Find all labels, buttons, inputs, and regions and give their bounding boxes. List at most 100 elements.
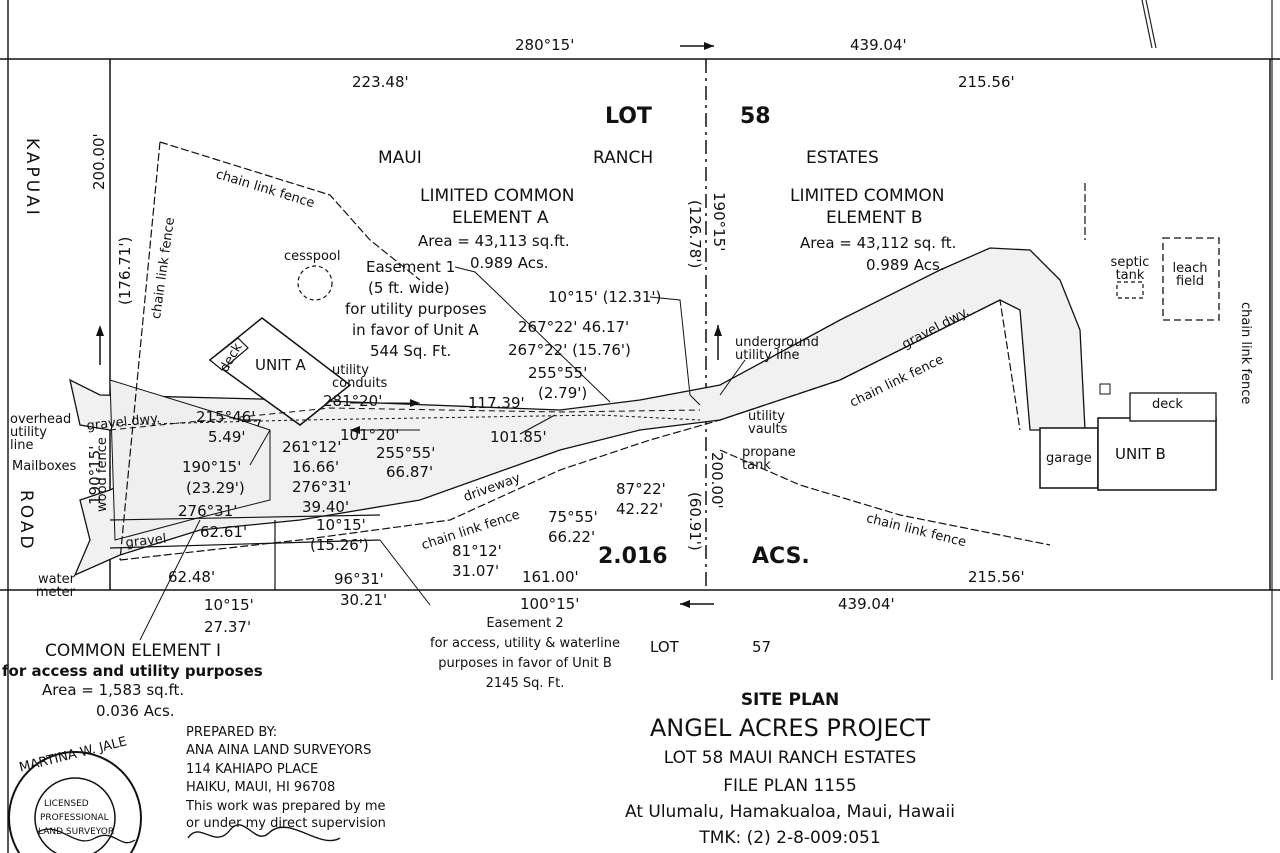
bearing-b22: 10°15' — [316, 516, 366, 534]
bearing-b9: 101.85' — [490, 428, 547, 446]
seal-line2: PROFESSIONAL — [40, 813, 109, 823]
easement-2-l3: purposes in favor of Unit B — [438, 656, 612, 671]
element-b-title1: LIMITED COMMON — [790, 186, 945, 206]
bearing-b14: 255°55' — [376, 444, 436, 462]
bearing-b4: 255°55' — [528, 364, 588, 382]
surveyor-company: ANA AINA LAND SURVEYORS — [186, 743, 372, 758]
west-dim-176: (176.71') — [116, 236, 134, 305]
overhead-label: overhead utility line — [10, 412, 72, 453]
bearing-b18: 190°15' — [182, 458, 242, 476]
location: At Ulumalu, Hamakualoa, Maui, Hawaii — [624, 802, 956, 822]
bearing-b30: 62.48' — [168, 568, 216, 586]
chain-link-fence-label-5: chain link fence — [1238, 302, 1253, 405]
bearing-b6: 281°20' — [323, 392, 383, 410]
easement-2-l2: for access, utility & waterline — [430, 636, 620, 651]
chain-link-fence-west — [119, 141, 161, 561]
tmk-number: TMK: (2) 2-8-009:051 — [699, 828, 881, 848]
bearing-b17: 39.40' — [302, 498, 350, 516]
bearing-b5: (2.79') — [538, 384, 588, 402]
center-length: (126.78') — [686, 200, 704, 269]
bearing-b16: 276°31' — [292, 478, 352, 496]
deck-b-label: deck — [1152, 397, 1183, 412]
lot-description: LOT 58 MAUI RANCH ESTATES — [663, 748, 917, 768]
unit-a-deck — [209, 337, 249, 371]
water-meter-label: water meter — [35, 572, 75, 600]
center-length-60: (60.91') — [686, 492, 704, 551]
ranch-label: RANCH — [593, 148, 654, 168]
unit-b-deck — [1129, 392, 1217, 422]
supervision-line2: or under my direct supervision — [186, 816, 386, 831]
top-seg-right: 215.56' — [958, 73, 1015, 91]
easement-1-l1: Easement 1 — [366, 258, 456, 276]
bearing-b19: (23.29') — [186, 479, 245, 497]
seal-line1: LICENSED — [44, 799, 89, 809]
center-length-200: 200.00' — [708, 452, 726, 509]
chain-link-fence-north — [159, 141, 421, 281]
bearing-b7: 117.39' — [468, 394, 525, 412]
lot-number: 58 — [740, 104, 771, 129]
bearing-b8: 101°20' — [340, 426, 400, 444]
project-name: ANGEL ACRES PROJECT — [649, 714, 931, 742]
bearing-b27: 42.22' — [616, 500, 664, 518]
utility-vaults-label: utility vaults — [748, 409, 788, 437]
prepared-by-label: PREPARED BY: — [186, 725, 278, 740]
maui-label: MAUI — [378, 148, 422, 168]
bearing-b23: (15.26') — [310, 536, 369, 554]
easement-1-l2: (5 ft. wide) — [368, 279, 450, 297]
top-bearing: 280°15' — [515, 36, 575, 54]
bearing-b21: 62.61' — [200, 523, 248, 541]
common-element-gravel — [109, 379, 271, 541]
leach-label: leach field — [1172, 261, 1208, 289]
element-b-area: Area = 43,112 sq. ft. — [800, 234, 957, 252]
bearing-b29: 31.07' — [452, 562, 500, 580]
propane-label: propane tank — [742, 445, 796, 473]
easement-1-l5: 544 Sq. Ft. — [370, 342, 452, 360]
element-a-acres: 0.989 Acs. — [470, 254, 549, 272]
file-plan: FILE PLAN 1155 — [723, 776, 857, 796]
bearing-b34: 27.37' — [204, 618, 252, 636]
bottom-bearing: 100°15' — [520, 595, 580, 613]
site-plan-title: SITE PLAN — [740, 690, 840, 710]
common-element-title: COMMON ELEMENT I — [45, 641, 221, 661]
septic-label: septic tank — [1110, 255, 1150, 283]
lot-57-label: LOT — [650, 638, 679, 656]
element-a-area: Area = 43,113 sq.ft. — [418, 232, 570, 250]
chain-link-fence-south — [119, 299, 1021, 561]
element-b-acres: 0.989 Acs. — [866, 256, 945, 274]
septic-tank — [1116, 281, 1144, 299]
leach-field — [1162, 237, 1220, 321]
easement-1-l3: for utility purposes — [345, 300, 487, 318]
common-element-area: Area = 1,583 sq.ft. — [42, 681, 185, 699]
bearing-b31: 96°31' — [334, 570, 384, 588]
surveyor-address2: HAIKU, MAUI, HI 96708 — [186, 780, 336, 795]
total-area: 2.016 — [598, 544, 668, 569]
garage-label: garage — [1046, 451, 1092, 466]
element-a-title1: LIMITED COMMON — [420, 186, 575, 206]
bottom-length: 439.04' — [838, 595, 895, 613]
easement-2-l1: Easement 2 — [486, 616, 564, 631]
utility-conduits-label: utility conduits — [332, 363, 388, 391]
underground-label: underground utility line — [735, 335, 819, 363]
kapuai-road-label: KAPUAI — [22, 138, 42, 218]
estates-label: ESTATES — [806, 148, 879, 168]
bearing-b26: 87°22' — [616, 480, 666, 498]
supervision-line1: This work was prepared by me — [186, 799, 386, 814]
road-label: ROAD — [16, 490, 36, 552]
lot-label: LOT — [605, 104, 652, 129]
common-element-line — [109, 514, 381, 521]
mailboxes-label: Mailboxes — [12, 459, 77, 474]
easement-1-l4: in favor of Unit A — [352, 321, 479, 339]
easement-2-l4: 2145 Sq. Ft. — [485, 676, 565, 691]
bearing-b28: 81°12' — [452, 542, 502, 560]
cesspool-label: cesspool — [284, 249, 341, 264]
bearing-b15: 66.87' — [386, 463, 434, 481]
center-bearing: 190°15' — [710, 192, 728, 252]
bearing-b20: 276°31' — [178, 502, 238, 520]
bottom-seg-left: 161.00' — [522, 568, 579, 586]
cesspool-symbol — [297, 265, 333, 301]
surveyor-seal — [8, 751, 142, 853]
easement-1-line — [109, 407, 701, 431]
bearing-b13: 16.66' — [292, 458, 340, 476]
element-b-title2: ELEMENT B — [826, 208, 923, 228]
bearing-b24: 75°55' — [548, 508, 598, 526]
